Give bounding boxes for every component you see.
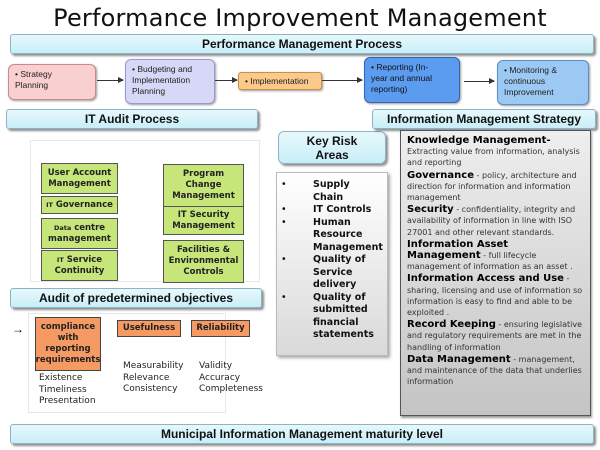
audit-box-program-change: Program Change Management <box>163 164 244 207</box>
reliability-criteria-list: Validity Accuracy Completeness <box>199 361 263 396</box>
im-text: - management, and maintenance of the dat… <box>407 354 582 387</box>
im-heading: Security <box>407 204 454 216</box>
im-item-access-use: Information Access and Use - sharing, li… <box>407 273 584 318</box>
criteria-item: Consistency <box>123 384 178 394</box>
arrow-icon <box>97 77 124 83</box>
key-risk-banner: Key Risk Areas <box>278 131 386 164</box>
arrow-icon <box>322 77 363 83</box>
im-strategy-panel: Knowledge Management- Extracting value f… <box>400 130 591 416</box>
key-risk-title: Key Risk Areas <box>306 133 358 162</box>
usefulness-criteria-list: Measurability Relevance Consistency <box>123 361 184 396</box>
im-item-knowledge: Knowledge Management- Extracting value f… <box>407 135 584 169</box>
audit-box-prefix: Data <box>53 223 72 232</box>
risk-item: IT Controls <box>277 204 383 217</box>
criteria-item: Timeliness <box>39 384 87 395</box>
audit-box-it-service-continuity: IT Service Continuity <box>41 250 118 281</box>
audit-box-label: Facilities & Environmental Controls <box>168 245 239 277</box>
arrow-icon <box>215 77 238 83</box>
compliance-criteria-list: Existence Timeliness Presentation <box>39 373 96 408</box>
step-reporting: • Reporting (In- year and annual reporti… <box>364 57 460 103</box>
performance-process-banner: Performance Management Process <box>10 34 594 54</box>
im-heading: Information Access and Use <box>407 273 564 285</box>
objective-reliability: Reliability <box>191 320 250 337</box>
criteria-item: Validity <box>199 361 233 371</box>
risk-item: Quality of submitted financial statement… <box>277 292 383 342</box>
im-text: - sharing, licensing and use of informat… <box>407 274 583 318</box>
audit-box-user-account: User Account Management <box>41 163 118 194</box>
audit-box-label: User Account Management <box>47 167 112 189</box>
im-heading: Data Management <box>407 353 511 365</box>
audit-box-label: Governance <box>55 199 113 210</box>
audit-box-facilities: Facilities & Environmental Controls <box>163 240 244 283</box>
im-item-record-keeping: Record Keeping - ensuring legislative an… <box>407 319 584 353</box>
it-audit-banner: IT Audit Process <box>6 109 258 129</box>
im-item-asset-management: Information Asset Management - full life… <box>407 239 584 273</box>
audit-box-label: Service Continuity <box>54 254 105 276</box>
arrow-icon <box>464 78 495 84</box>
im-text: Extracting value from information, analy… <box>407 147 580 168</box>
risk-item: Supply Chain <box>277 179 383 204</box>
objective-compliance: compliance with reporting requirements <box>35 317 101 371</box>
im-heading: Record Keeping <box>407 319 496 331</box>
audit-box-label: Program Change Management <box>172 169 235 201</box>
audit-box-it-security: IT Security Management <box>163 206 244 235</box>
maturity-level-banner: Municipal Information Management maturit… <box>10 424 594 444</box>
key-risk-panel: Supply Chain IT Controls Human Resource … <box>276 172 388 356</box>
audit-box-label: centre management <box>48 222 111 244</box>
audit-box-it-governance: IT Governance <box>41 196 118 214</box>
arrow-right-icon: → <box>12 322 24 336</box>
objective-label: Reliability <box>196 323 245 333</box>
im-strategy-banner: Information Management Strategy <box>372 109 596 129</box>
im-heading: Governance <box>407 169 475 181</box>
im-heading: Knowledge Management- <box>407 135 551 146</box>
audit-box-prefix: IT <box>46 200 53 209</box>
audit-objectives-banner: Audit of predetermined objectives <box>10 288 262 308</box>
objective-label: Usefulness <box>122 323 176 333</box>
step-monitoring: • Monitoring & continuous Improvement <box>497 60 589 105</box>
criteria-item: Presentation <box>39 396 96 406</box>
criteria-item: Existence <box>39 373 83 383</box>
step-strategy-planning: • Strategy Planning <box>8 64 96 100</box>
im-heading: Information Asset Management <box>407 238 509 262</box>
im-text: - policy, architecture and direction for… <box>407 170 577 203</box>
im-text: - confidentiality, integrity and availab… <box>407 205 576 237</box>
im-item-governance: Governance - policy, architecture and di… <box>407 170 584 204</box>
im-text: - ensuring legislative and regulatory re… <box>407 320 583 352</box>
im-text: - full lifecycle management of informati… <box>407 251 573 272</box>
objective-label: compliance with reporting requirements <box>35 322 101 365</box>
criteria-item: Relevance <box>123 372 170 383</box>
risk-item: Human Resource Management <box>277 217 383 255</box>
audit-box-label: IT Security Management <box>172 209 235 231</box>
im-item-data-management: Data Management - management, and mainte… <box>407 354 584 388</box>
criteria-item: Measurability <box>123 361 184 371</box>
audit-box-prefix: IT <box>56 255 64 264</box>
criteria-item: Accuracy <box>199 372 241 383</box>
objective-usefulness: Usefulness <box>117 320 181 337</box>
audit-box-data-centre: Data centre management <box>41 218 118 249</box>
step-implementation: • Implementation <box>238 72 322 90</box>
criteria-item: Completeness <box>199 384 263 394</box>
step-budgeting: • Budgeting and Implementation Planning <box>125 59 215 104</box>
risk-item: Quality of Service delivery <box>277 254 383 292</box>
im-item-security: Security - confidentiality, integrity an… <box>407 204 584 238</box>
page-title: Performance Improvement Management <box>53 4 547 32</box>
